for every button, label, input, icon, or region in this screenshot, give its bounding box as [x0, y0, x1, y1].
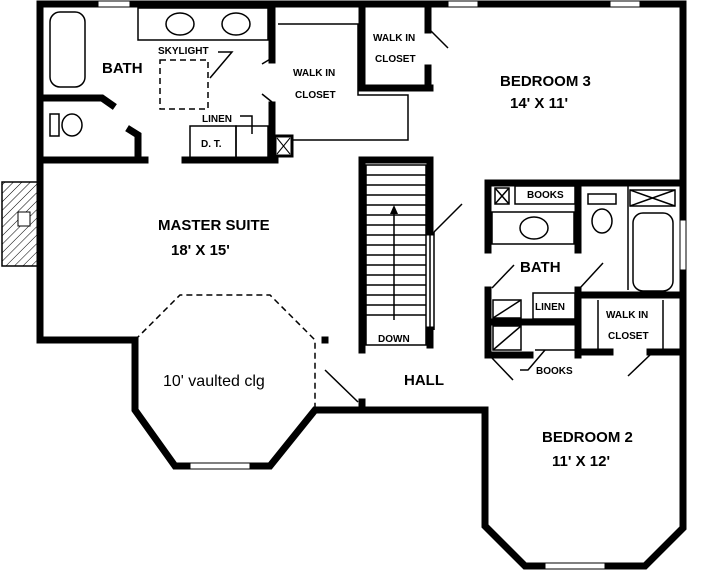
interior-walls [36, 0, 687, 359]
skylight-outline [159, 59, 209, 110]
b2-closet-label-2: CLOSET [608, 331, 649, 342]
books-top-label: BOOKS [527, 190, 564, 201]
bedroom3-size: 14' X 11' [510, 95, 568, 112]
stairs-down-label: DOWN [378, 334, 410, 345]
hall-bathtub [632, 212, 674, 292]
hall-label: HALL [404, 372, 444, 389]
bedroom3-name: BEDROOM 3 [500, 73, 591, 90]
vaulted-ceiling-label: 10' vaulted clg [163, 373, 265, 390]
b3-closet-label-1: WALK IN [373, 33, 415, 44]
master-toilet [61, 113, 83, 137]
master-closet-label-1: WALK IN [293, 68, 335, 79]
dt-label: D. T. [201, 139, 222, 150]
exterior-walls [36, 0, 687, 570]
master-linen-label: LINEN [202, 114, 232, 125]
master-bath-label: BATH [102, 60, 143, 77]
hall-vanity [491, 211, 575, 245]
master-closet-label-2: CLOSET [295, 90, 336, 101]
master-bathtub [49, 11, 86, 88]
hall-toilet [591, 208, 613, 234]
fixtures [49, 7, 676, 410]
master-suite-size: 18' X 15' [171, 242, 230, 259]
hall-bath-label: BATH [520, 259, 561, 276]
b3-closet-label-2: CLOSET [375, 54, 416, 65]
bedroom2-name: BEDROOM 2 [542, 429, 633, 446]
books-bottom-label: BOOKS [536, 366, 573, 377]
chimney [1, 181, 41, 267]
skylight-label: SKYLIGHT [158, 46, 209, 57]
staircase [365, 164, 427, 346]
b2-closet-label-1: WALK IN [606, 310, 648, 321]
bedroom2-size: 11' X 12' [552, 453, 610, 470]
master-suite-name: MASTER SUITE [158, 217, 270, 234]
hall-linen-label: LINEN [535, 302, 565, 313]
master-vanity [137, 7, 269, 41]
